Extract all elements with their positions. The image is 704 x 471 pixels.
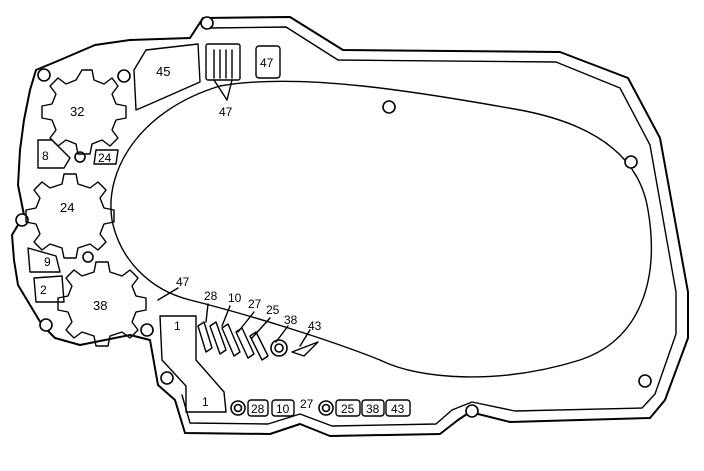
callout-1-upper: 1 bbox=[174, 319, 181, 333]
fin bbox=[249, 331, 269, 361]
passage-2 bbox=[33, 275, 65, 303]
callout-10-mid: 10 bbox=[228, 291, 242, 305]
callout-43-mid: 43 bbox=[308, 319, 322, 333]
callout-25-mid: 25 bbox=[266, 303, 280, 317]
bolt-hole bbox=[140, 323, 154, 337]
leader-line bbox=[237, 311, 255, 333]
leader-line bbox=[251, 317, 271, 339]
callout-24-bore: 24 bbox=[60, 200, 74, 215]
callout-28-bot: 28 bbox=[251, 402, 265, 416]
fin bbox=[235, 327, 255, 359]
callout-38-mid: 38 bbox=[284, 313, 298, 327]
slot-group-47 bbox=[205, 43, 241, 81]
bolt-hole bbox=[465, 404, 479, 418]
leader-line bbox=[221, 305, 231, 327]
bore-38 bbox=[57, 261, 147, 347]
fin bbox=[197, 321, 213, 353]
gasket-inner-outline bbox=[181, 26, 677, 427]
fin bbox=[209, 321, 227, 355]
callout-47-mid: 47 bbox=[176, 275, 190, 289]
port-43 bbox=[291, 341, 319, 357]
bore-32 bbox=[41, 69, 127, 155]
callout-43-bot: 43 bbox=[391, 402, 405, 416]
channel-1 bbox=[159, 315, 227, 413]
central-cavity bbox=[110, 80, 652, 378]
passage-9 bbox=[27, 247, 61, 273]
leader-arrow bbox=[213, 79, 233, 101]
callout-25-bot: 25 bbox=[341, 402, 355, 416]
callout-47-arrow: 47 bbox=[219, 105, 233, 119]
leader-line bbox=[157, 287, 179, 301]
passage-8 bbox=[37, 139, 71, 169]
port-25 bbox=[335, 399, 361, 417]
callout-27-bot: 27 bbox=[300, 397, 314, 411]
callout-45: 45 bbox=[156, 64, 170, 79]
fin bbox=[221, 323, 241, 357]
port-10 bbox=[271, 399, 295, 417]
callout-10-bot: 10 bbox=[276, 402, 290, 416]
small-box-24 bbox=[93, 149, 119, 165]
callout-47-box: 47 bbox=[260, 56, 274, 70]
gasket-outer-outline bbox=[11, 16, 689, 437]
fitting-ring-bottom-inner bbox=[321, 403, 331, 413]
callout-28-mid: 28 bbox=[204, 289, 218, 303]
callout-1-lower: 1 bbox=[202, 395, 209, 409]
bolt-hole bbox=[37, 68, 51, 82]
port-43 bbox=[385, 399, 411, 417]
fitting-ring-inner bbox=[274, 343, 284, 353]
callout-38-bore: 38 bbox=[93, 298, 107, 313]
callout-38-bot: 38 bbox=[366, 402, 380, 416]
bolt-hole bbox=[15, 213, 29, 227]
callout-27-mid: 27 bbox=[248, 297, 262, 311]
port-38 bbox=[361, 399, 385, 417]
leader-line bbox=[275, 325, 289, 343]
fitting-ring-bottom-inner bbox=[233, 403, 243, 413]
callout-2: 2 bbox=[40, 283, 47, 297]
callout-24-box: 24 bbox=[98, 151, 112, 165]
bolt-hole bbox=[624, 155, 638, 169]
bolt-hole bbox=[39, 318, 53, 332]
passage-45 bbox=[133, 43, 201, 111]
port-28 bbox=[247, 399, 269, 417]
bore-24 bbox=[25, 173, 115, 259]
leader-line bbox=[299, 329, 311, 347]
bolt-hole bbox=[117, 69, 131, 83]
bolt-hole bbox=[382, 100, 396, 114]
bolt-hole bbox=[638, 374, 652, 388]
bolt-hole bbox=[200, 16, 214, 30]
callout-32: 32 bbox=[70, 104, 84, 119]
leader-line bbox=[205, 303, 209, 323]
bolt-hole bbox=[82, 251, 94, 263]
box-47 bbox=[255, 45, 281, 79]
callout-8: 8 bbox=[42, 149, 49, 163]
bolt-hole bbox=[160, 371, 174, 385]
callout-9: 9 bbox=[44, 255, 51, 269]
